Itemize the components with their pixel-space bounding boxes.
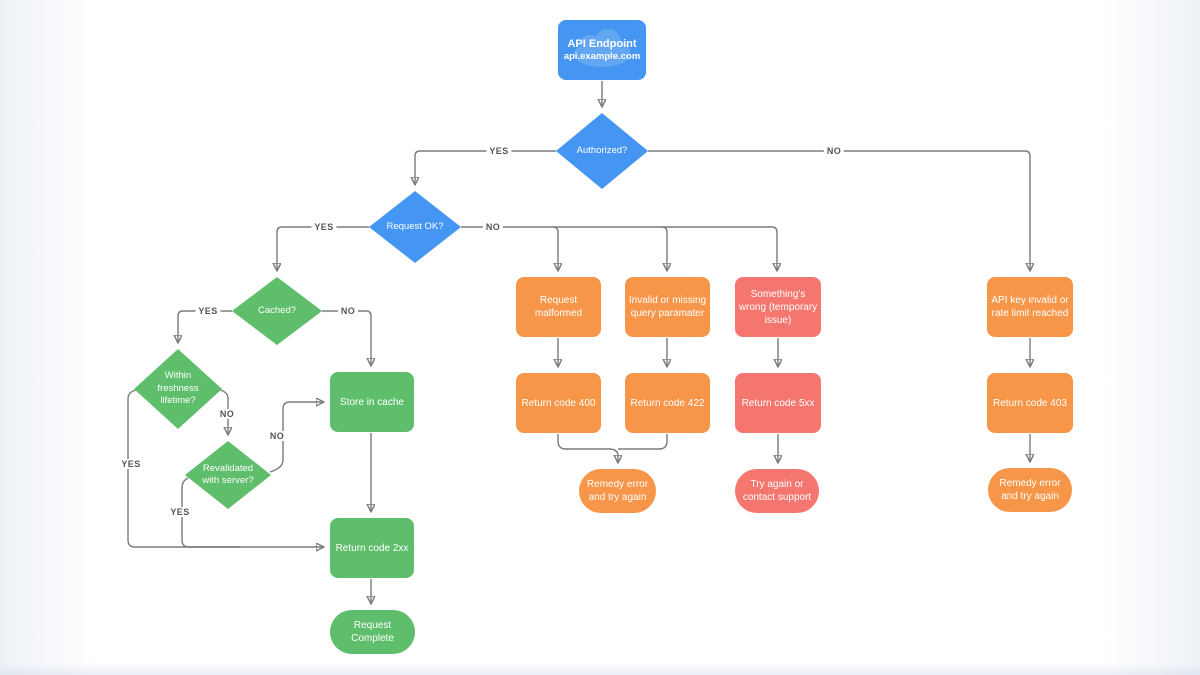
connector-requestok-no-main[interactable] bbox=[461, 226, 777, 270]
edge-label-request-ok-no[interactable]: NO bbox=[482, 222, 504, 232]
node-return-2xx[interactable]: Return code 2xx bbox=[330, 518, 414, 578]
edge-label-freshness-no[interactable]: NO bbox=[216, 409, 238, 419]
store-in-cache-label: Store in cache bbox=[340, 396, 404, 408]
connector-requestok-no-branch2[interactable] bbox=[661, 226, 667, 270]
node-remedy-error-1[interactable]: Remedy error and try again bbox=[579, 469, 656, 513]
return-422-label: Return code 422 bbox=[630, 397, 705, 409]
node-somethings-wrong[interactable]: Something's wrong (temporary issue) bbox=[735, 277, 821, 337]
decision-within-freshness-label: Within freshness lifetime? bbox=[157, 370, 199, 407]
invalid-query-label: Invalid or missing query paramater bbox=[628, 295, 707, 319]
node-api-key-invalid[interactable]: API key invalid or rate limit reached bbox=[987, 277, 1073, 337]
connector-requestok-yes[interactable] bbox=[277, 226, 369, 270]
node-api-endpoint[interactable]: API Endpoint api.example.com bbox=[558, 20, 646, 80]
node-try-again-support[interactable]: Try again or contact support bbox=[735, 469, 819, 513]
return-5xx-label: Return code 5xx bbox=[741, 397, 815, 409]
return-403-label: Return code 403 bbox=[993, 397, 1067, 409]
somethings-wrong-label: Something's wrong (temporary issue) bbox=[738, 288, 818, 326]
connector-freshness-yes[interactable] bbox=[127, 389, 323, 547]
edge-label-revalidated-yes[interactable]: YES bbox=[167, 507, 193, 517]
connector-revalidated-no[interactable] bbox=[269, 402, 323, 473]
node-return-422[interactable]: Return code 422 bbox=[625, 373, 710, 433]
connector-422-remedy[interactable] bbox=[618, 434, 668, 450]
return-2xx-label: Return code 2xx bbox=[335, 542, 409, 554]
node-request-malformed[interactable]: Request malformed bbox=[516, 277, 601, 337]
edge-label-authorized-yes[interactable]: YES bbox=[486, 146, 512, 156]
api-key-invalid-label: API key invalid or rate limit reached bbox=[991, 295, 1069, 319]
decision-request-ok-label: Request OK? bbox=[386, 220, 444, 232]
connector-revalidated-yes[interactable] bbox=[181, 477, 240, 548]
request-complete-label: Request Complete bbox=[351, 620, 394, 644]
node-request-complete[interactable]: Request Complete bbox=[330, 610, 415, 654]
request-malformed-label: Request malformed bbox=[534, 295, 583, 319]
edge-label-revalidated-no[interactable]: NO bbox=[266, 431, 288, 441]
edge-label-request-ok-yes[interactable]: YES bbox=[311, 222, 337, 232]
node-return-400[interactable]: Return code 400 bbox=[516, 373, 601, 433]
decision-revalidated-label: Revalidated with server? bbox=[202, 462, 254, 486]
edge-label-authorized-no[interactable]: NO bbox=[823, 146, 845, 156]
decision-authorized-label: Authorized? bbox=[576, 144, 628, 156]
node-store-in-cache[interactable]: Store in cache bbox=[330, 372, 414, 432]
connector-authorized-yes[interactable] bbox=[415, 150, 556, 184]
decision-cached-label: Cached? bbox=[257, 304, 297, 316]
connector-400-remedy[interactable] bbox=[557, 434, 618, 462]
remedy-error-2-label: Remedy error and try again bbox=[999, 478, 1061, 502]
node-return-5xx[interactable]: Return code 5xx bbox=[735, 373, 821, 433]
try-again-support-label: Try again or contact support bbox=[742, 479, 812, 503]
connector-freshness-no[interactable] bbox=[219, 389, 228, 434]
api-endpoint-subtitle: api.example.com bbox=[563, 50, 641, 62]
edge-label-cached-no[interactable]: NO bbox=[337, 306, 359, 316]
remedy-error-1-label: Remedy error and try again bbox=[586, 479, 649, 503]
node-return-403[interactable]: Return code 403 bbox=[987, 373, 1073, 433]
node-remedy-error-2[interactable]: Remedy error and try again bbox=[988, 468, 1072, 512]
return-400-label: Return code 400 bbox=[521, 397, 596, 409]
node-invalid-query[interactable]: Invalid or missing query paramater bbox=[625, 277, 710, 337]
edge-label-cached-yes[interactable]: YES bbox=[195, 306, 221, 316]
connector-cached-yes[interactable] bbox=[178, 310, 232, 342]
api-endpoint-title: API Endpoint bbox=[567, 37, 637, 50]
connector-authorized-no[interactable] bbox=[648, 150, 1030, 270]
cloud-icon bbox=[574, 29, 630, 67]
edge-label-freshness-yes[interactable]: YES bbox=[118, 459, 144, 469]
connector-requestok-no-branch1[interactable] bbox=[552, 226, 558, 270]
connector-cached-no[interactable] bbox=[322, 310, 371, 365]
